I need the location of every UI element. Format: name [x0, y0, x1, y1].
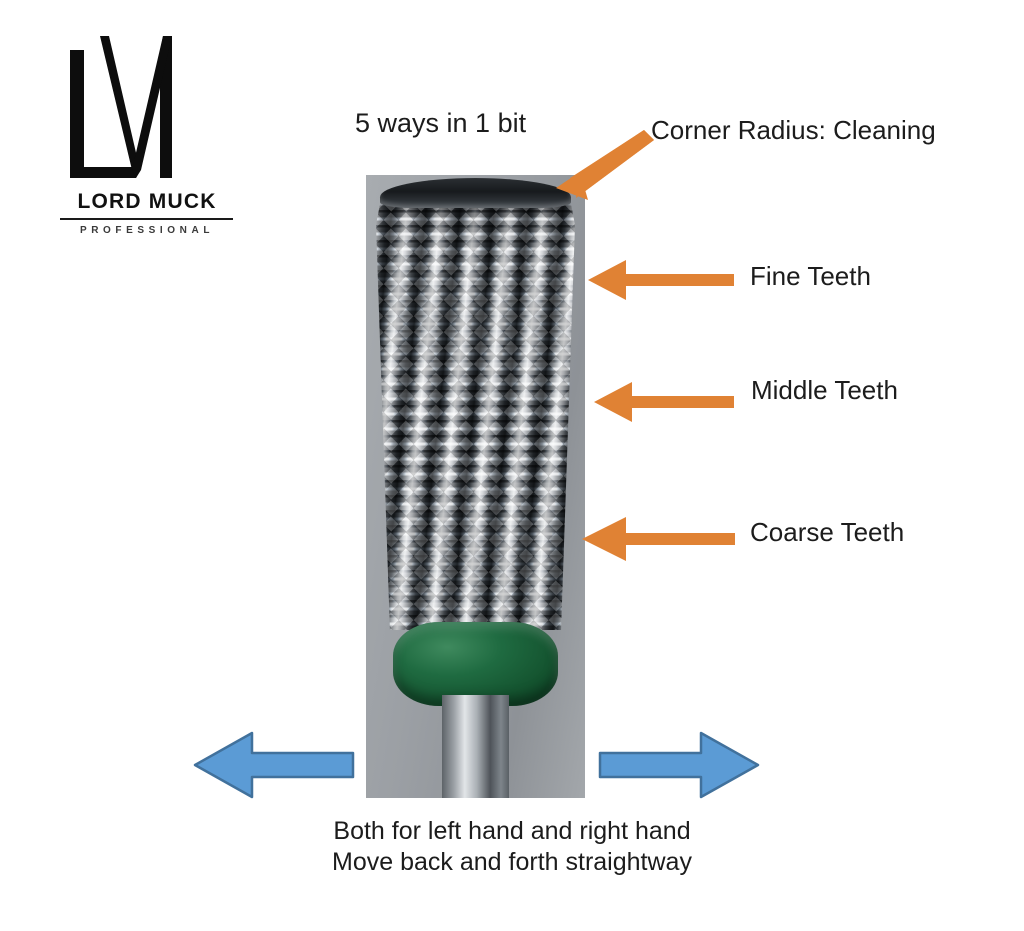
bit-shank [442, 695, 509, 798]
lm-monogram-icon [70, 36, 172, 178]
corner-radius-arrow-icon [556, 130, 654, 200]
callout-label-corner-radius: Corner Radius: Cleaning [651, 115, 936, 145]
fine-teeth-arrow-icon [588, 260, 734, 300]
headline-text: 5 ways in 1 bit [355, 108, 527, 138]
callout-label-middle-teeth: Middle Teeth [751, 375, 898, 405]
brand-divider [60, 218, 233, 220]
brand-name: LORD MUCK [77, 190, 217, 213]
bit-teeth-texture [376, 193, 575, 630]
footer-line-1: Both for left hand and right hand [333, 817, 691, 845]
bit-zigzag-texture [376, 193, 575, 630]
bit-grit-ring-green [393, 622, 558, 706]
brand-subtitle: PROFESSIONAL [79, 225, 215, 236]
direction-arrow-right-icon [598, 731, 760, 799]
footer-line-2: Move back and forth straightway [332, 848, 692, 876]
middle-teeth-arrow-icon [594, 382, 734, 422]
footer-caption: Both for left hand and right hand Move b… [0, 816, 1024, 878]
product-photo [366, 175, 585, 798]
callout-label-fine-teeth: Fine Teeth [750, 261, 871, 291]
bit-flutes [376, 193, 575, 630]
brand-logo: LORD MUCK PROFESSIONAL [52, 30, 242, 245]
bit-corner-radius-tip [380, 178, 571, 208]
direction-arrow-left-icon [193, 731, 355, 799]
callout-label-coarse-teeth: Coarse Teeth [750, 517, 905, 547]
coarse-teeth-arrow-icon [582, 517, 735, 561]
